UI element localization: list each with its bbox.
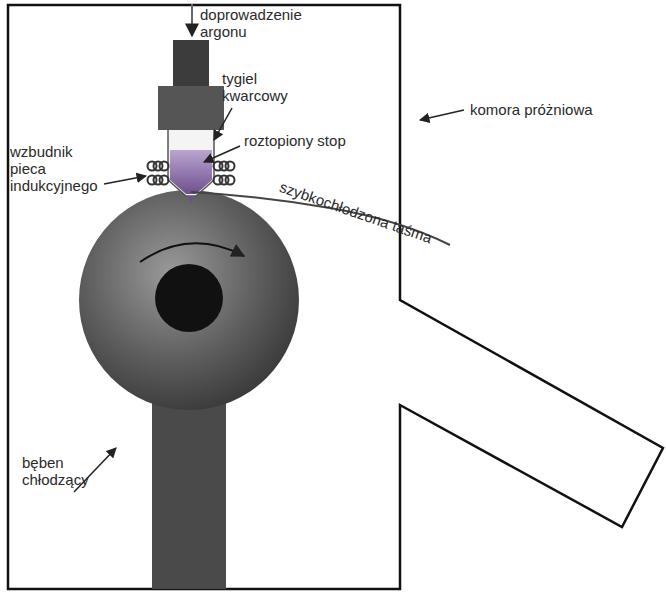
cooling-drum bbox=[79, 190, 299, 410]
rotation-arrow bbox=[140, 243, 244, 262]
quartz-crucible bbox=[168, 130, 214, 196]
part-label: doprowadzenie argonu bbox=[200, 6, 310, 40]
argon-inlet bbox=[173, 40, 209, 86]
part-label: tygiel kwarcowy bbox=[222, 70, 312, 104]
argon-arrow bbox=[191, 4, 193, 36]
part-label: bęben chłodzący bbox=[22, 454, 112, 488]
molten-alloy bbox=[170, 150, 212, 194]
part-label: wzbudnik pieca indukcyjnego bbox=[10, 143, 110, 194]
drum-stand bbox=[152, 400, 226, 589]
induction-coil bbox=[148, 162, 235, 185]
vacuum-chamber bbox=[8, 5, 663, 589]
part-label: roztopiony stop bbox=[244, 132, 374, 149]
part-label: szybkochłodzona taśma bbox=[277, 178, 434, 246]
drum-axle bbox=[155, 264, 223, 332]
crucible-holder bbox=[158, 86, 224, 130]
melt-stream bbox=[188, 196, 194, 204]
leader-lines bbox=[74, 108, 464, 492]
part-label: komora próżniowa bbox=[470, 101, 620, 118]
